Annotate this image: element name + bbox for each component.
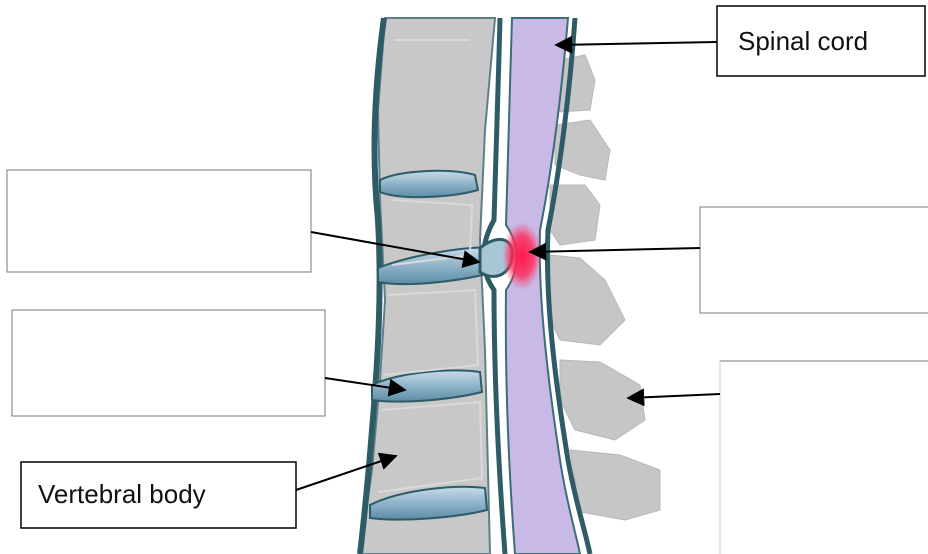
spinal-cord-label: Spinal cord [738,26,868,56]
vertebral-body-label: Vertebral body [38,479,206,509]
arrow-blank-3 [530,248,700,252]
blank-label-box-1[interactable] [7,170,311,272]
blank-label-box-2[interactable] [12,310,325,416]
cord-lesion [502,222,542,290]
arrow-spinal-cord [556,42,717,45]
blank-label-box-3[interactable] [700,207,928,313]
